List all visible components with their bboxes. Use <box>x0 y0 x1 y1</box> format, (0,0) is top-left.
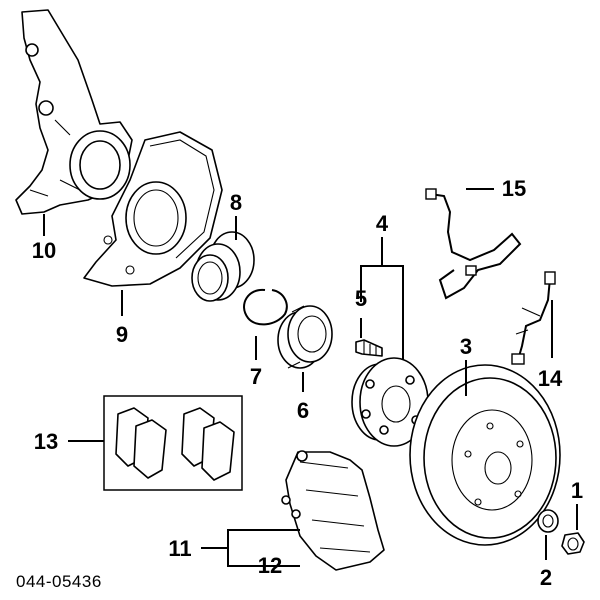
snap-ring <box>243 288 288 326</box>
callout-8: 8 <box>230 190 242 215</box>
hub-bearing <box>277 305 333 369</box>
speed-sensor-wire <box>425 188 522 300</box>
brake-caliper <box>281 450 385 571</box>
callout-labels: 1 2 3 4 5 6 7 8 9 10 11 12 13 14 15 <box>32 176 583 590</box>
leader-lines <box>43 188 578 567</box>
callout-11: 11 <box>168 536 191 561</box>
callout-12: 12 <box>258 553 282 578</box>
lug-nut <box>561 532 585 555</box>
hub-nut <box>537 509 559 533</box>
brake-pad-kit <box>103 395 243 491</box>
callout-13: 13 <box>34 429 58 454</box>
hub-bolt <box>355 339 383 357</box>
callout-5: 5 <box>355 286 367 311</box>
callout-9: 9 <box>116 322 128 347</box>
dust-shield <box>83 131 223 287</box>
callout-10: 10 <box>32 238 56 263</box>
callout-4: 4 <box>376 211 389 236</box>
axle-hub <box>351 357 429 447</box>
callout-1: 1 <box>571 478 583 503</box>
callout-2: 2 <box>540 565 552 590</box>
steering-knuckle <box>15 9 133 215</box>
callout-14: 14 <box>538 366 563 391</box>
seal <box>191 231 255 302</box>
callout-7: 7 <box>250 364 262 389</box>
disc-rotor <box>409 364 561 546</box>
brake-hose <box>511 271 556 365</box>
callout-6: 6 <box>297 398 309 423</box>
callout-3: 3 <box>460 334 472 359</box>
diagram-code: 044-05436 <box>16 572 102 591</box>
callout-15: 15 <box>502 176 526 201</box>
